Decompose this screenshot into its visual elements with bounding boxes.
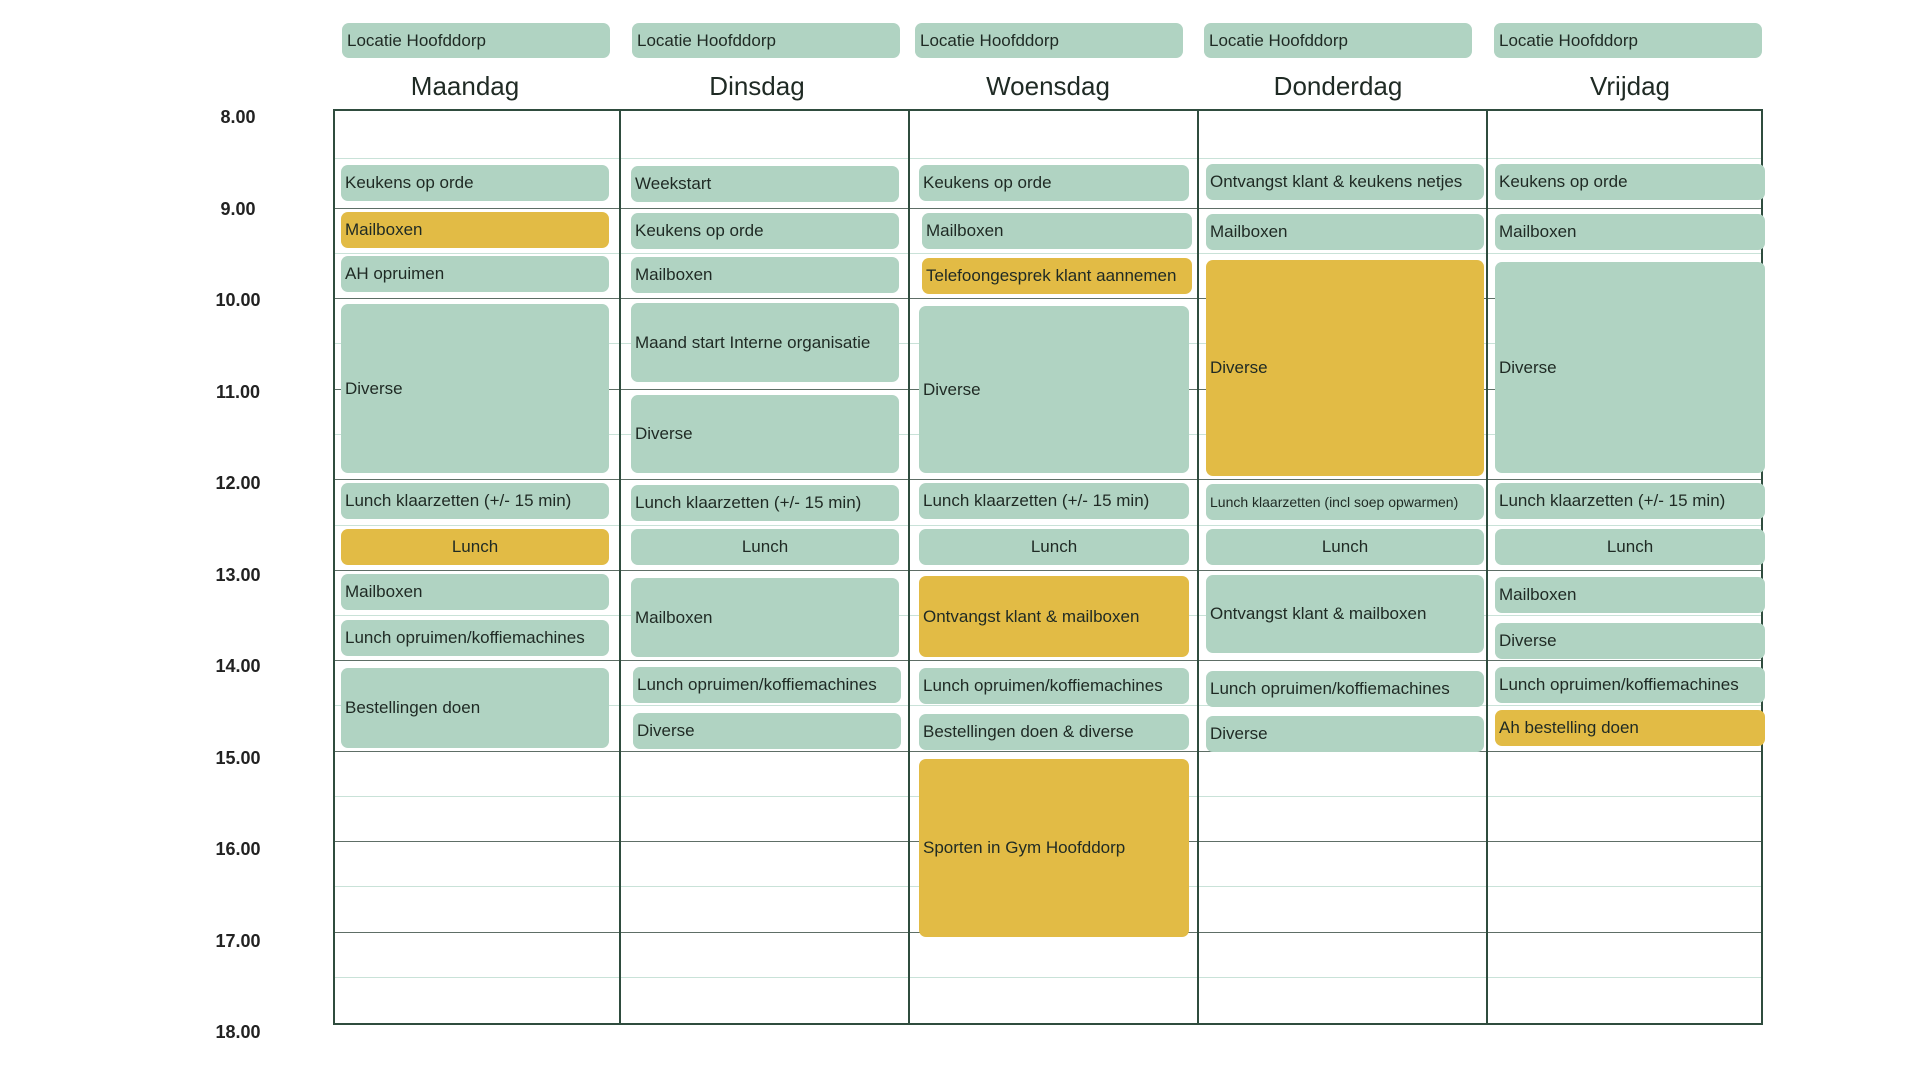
time-label: 13.00: [215, 565, 261, 585]
event-block[interactable]: Keukens op orde: [919, 165, 1189, 201]
grid-line-hour: [335, 660, 1761, 661]
grid-line-hour: [335, 570, 1761, 571]
grid-line-half: [335, 977, 1761, 978]
event-block[interactable]: Ah bestelling doen: [1495, 710, 1765, 746]
time-label: 15.00: [215, 748, 261, 768]
column-divider: [619, 109, 621, 1025]
location-badge-donderdag: Locatie Hoofddorp: [1204, 23, 1472, 58]
event-block[interactable]: Lunch opruimen/koffiemachines: [919, 668, 1189, 704]
day-header-maandag: Maandag: [410, 71, 520, 101]
day-header-dinsdag: Dinsdag: [709, 71, 805, 101]
event-block[interactable]: Diverse: [631, 395, 899, 473]
event-block[interactable]: Diverse: [1206, 260, 1484, 476]
event-block[interactable]: Ontvangst klant & keukens netjes: [1206, 164, 1484, 200]
event-block[interactable]: Keukens op orde: [1495, 164, 1765, 200]
event-block[interactable]: Mailboxen: [922, 213, 1192, 249]
column-divider: [1197, 109, 1199, 1025]
day-header-donderdag: Donderdag: [1273, 71, 1403, 101]
event-block[interactable]: Lunch klaarzetten (+/- 15 min): [1495, 483, 1765, 519]
event-block[interactable]: Lunch klaarzetten (+/- 15 min): [919, 483, 1189, 519]
event-block[interactable]: Diverse: [633, 713, 901, 749]
event-block[interactable]: Mailboxen: [631, 578, 899, 657]
grid-line-hour: [335, 751, 1761, 752]
day-header-vrijdag: Vrijdag: [1590, 71, 1670, 101]
event-block[interactable]: Diverse: [919, 306, 1189, 473]
location-badge-maandag: Locatie Hoofddorp: [342, 23, 610, 58]
event-block[interactable]: Keukens op orde: [341, 165, 609, 201]
event-block[interactable]: Diverse: [1495, 262, 1765, 473]
schedule-grid: [333, 109, 1763, 1025]
event-block[interactable]: Sporten in Gym Hoofddorp: [919, 759, 1189, 937]
event-block[interactable]: Diverse: [341, 304, 609, 473]
column-divider: [908, 109, 910, 1025]
event-block[interactable]: Lunch: [341, 529, 609, 565]
event-block[interactable]: Ontvangst klant & mailboxen: [919, 576, 1189, 657]
location-badge-vrijdag: Locatie Hoofddorp: [1494, 23, 1762, 58]
event-block[interactable]: Mailboxen: [1206, 214, 1484, 250]
event-block[interactable]: AH opruimen: [341, 256, 609, 292]
event-block[interactable]: Weekstart: [631, 166, 899, 202]
grid-line-hour: [335, 208, 1761, 209]
event-block[interactable]: Bestellingen doen: [341, 668, 609, 748]
event-block[interactable]: Mailboxen: [1495, 214, 1765, 250]
time-label: 10.00: [215, 290, 261, 310]
time-label: 11.00: [215, 382, 261, 402]
time-label: 17.00: [215, 931, 261, 951]
event-block[interactable]: Diverse: [1206, 716, 1484, 752]
event-block[interactable]: Lunch opruimen/koffiemachines: [633, 667, 901, 703]
event-block[interactable]: Lunch: [1206, 529, 1484, 565]
time-label: 16.00: [215, 839, 261, 859]
time-label: 18.00: [215, 1022, 261, 1042]
event-block[interactable]: Lunch opruimen/koffiemachines: [1206, 671, 1484, 707]
event-block[interactable]: Mailboxen: [341, 212, 609, 248]
location-badge-dinsdag: Locatie Hoofddorp: [632, 23, 900, 58]
event-block[interactable]: Lunch klaarzetten (incl soep opwarmen): [1206, 484, 1484, 520]
grid-line-half: [335, 253, 1761, 254]
column-divider: [1486, 109, 1488, 1025]
event-block[interactable]: Lunch opruimen/koffiemachines: [341, 620, 609, 656]
event-block[interactable]: Mailboxen: [341, 574, 609, 610]
event-block[interactable]: Lunch: [1495, 529, 1765, 565]
event-block[interactable]: Lunch opruimen/koffiemachines: [1495, 667, 1765, 703]
grid-line-hour: [335, 479, 1761, 480]
location-badge-woensdag: Locatie Hoofddorp: [915, 23, 1183, 58]
event-block[interactable]: Lunch klaarzetten (+/- 15 min): [631, 485, 899, 521]
event-block[interactable]: Keukens op orde: [631, 213, 899, 249]
day-header-woensdag: Woensdag: [986, 71, 1110, 101]
event-block[interactable]: Diverse: [1495, 623, 1765, 659]
event-block[interactable]: Maand start Interne organisatie: [631, 303, 899, 382]
grid-line-half: [335, 525, 1761, 526]
grid-line-hour: [335, 298, 1761, 299]
event-block[interactable]: Lunch: [631, 529, 899, 565]
time-label: 9.00: [220, 199, 256, 219]
grid-line-half: [335, 705, 1761, 706]
event-block[interactable]: Ontvangst klant & mailboxen: [1206, 575, 1484, 653]
time-label: 14.00: [215, 656, 261, 676]
event-block[interactable]: Telefoongesprek klant aannemen: [922, 258, 1192, 294]
grid-line-half: [335, 158, 1761, 159]
time-label: 8.00: [220, 107, 256, 127]
event-block[interactable]: Mailboxen: [1495, 577, 1765, 613]
time-label: 12.00: [215, 473, 261, 493]
event-block[interactable]: Bestellingen doen & diverse: [919, 714, 1189, 750]
event-block[interactable]: Lunch: [919, 529, 1189, 565]
event-block[interactable]: Mailboxen: [631, 257, 899, 293]
event-block[interactable]: Lunch klaarzetten (+/- 15 min): [341, 483, 609, 519]
